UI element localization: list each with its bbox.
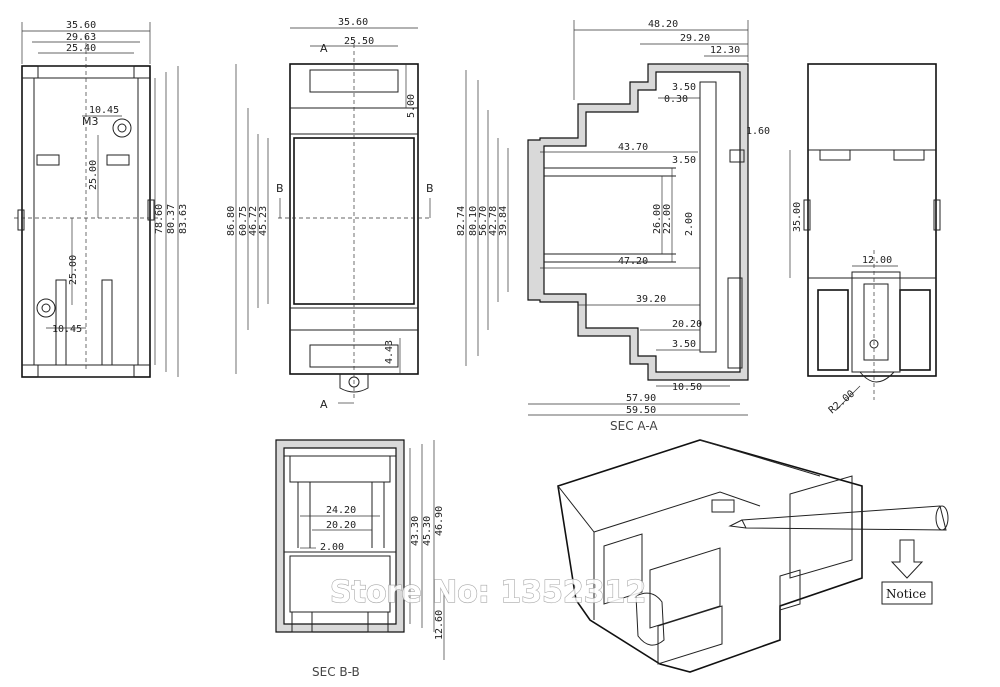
dim-back-r2-00: R2.00 [827, 389, 857, 417]
side-din-clip [339, 374, 369, 393]
store-watermark: Store No: 1352312 [330, 575, 646, 610]
dim-side-height-46-72: 46.72 [248, 206, 259, 236]
dim-front-25-00-lower: 25.00 [68, 255, 79, 285]
dim-side-height-60-75: 60.75 [238, 206, 249, 236]
dim-sec-a-39-20: 39.20 [636, 294, 666, 305]
perspective-din-clip [635, 592, 665, 646]
dim-sec-a-57-90: 57.90 [626, 393, 656, 404]
dim-front-10-45-bottom: 10.45 [52, 324, 82, 335]
dim-side-height-86-80: 86.80 [226, 206, 237, 236]
front-clip-left [36, 154, 60, 166]
dim-sec-a-48-20: 48.20 [648, 19, 678, 30]
dim-sec-a-29-20: 29.20 [680, 33, 710, 44]
dim-sec-a-39-84: 39.84 [498, 206, 509, 236]
dim-sec-b-45-30: 45.30 [422, 516, 433, 546]
dim-front-width-25-40: 25.40 [66, 43, 96, 54]
dim-sec-a-2-00: 2.00 [684, 212, 695, 236]
dim-sec-b-24-20: 24.20 [326, 505, 356, 516]
back-din-latch [851, 271, 901, 373]
dim-front-10-45-top: 10.45 [89, 105, 119, 116]
section-a-profile [527, 63, 749, 381]
dim-side-width-35-60: 35.60 [338, 17, 368, 28]
dim-sec-a-22-00: 22.00 [662, 204, 673, 234]
dim-front-height-78-60: 78.60 [154, 204, 165, 234]
section-b-profile [275, 439, 405, 633]
dim-side-width-25-50: 25.50 [344, 36, 374, 47]
section-mark-a-bottom: A [320, 398, 328, 411]
dim-front-height-80-37: 80.37 [166, 204, 177, 234]
dim-sec-a-82-74: 82.74 [456, 206, 467, 236]
dim-side-5-00: 5.00 [406, 94, 417, 118]
dim-sec-a-20-20: 20.20 [672, 319, 702, 330]
dim-sec-b-43-30: 43.30 [410, 516, 421, 546]
dim-sec-a-10-50: 10.50 [672, 382, 702, 393]
front-screw-hole-top [112, 118, 132, 138]
section-b-view: 24.20 20.20 2.00 43.30 45.30 46.90 12.60… [275, 439, 445, 679]
dim-front-25-00-upper: 25.00 [88, 160, 99, 190]
dim-back-35-00: 35.00 [792, 202, 803, 232]
section-a-caption: SEC A-A [610, 419, 658, 433]
dim-sec-a-42-78: 42.78 [488, 206, 499, 236]
dim-sec-a-12-30: 12.30 [710, 45, 740, 56]
thread-label-m3: M3 [82, 115, 99, 128]
front-view: 35.60 29.63 25.40 10.45 M3 25.00 25.00 1… [14, 20, 189, 378]
dim-side-height-45-23: 45.23 [258, 206, 269, 236]
dim-sec-a-47-20: 47.20 [618, 256, 648, 267]
dim-sec-b-12-60: 12.60 [434, 610, 445, 640]
side-top-window [309, 69, 399, 93]
screwdriver-icon [741, 505, 947, 531]
notice-box [881, 581, 933, 605]
section-b-caption: SEC B-B [312, 665, 360, 679]
dim-back-12-00: 12.00 [862, 255, 892, 266]
section-mark-a-top: A [320, 42, 328, 55]
dim-sec-a-3-50-top: 3.50 [672, 82, 696, 93]
dim-sec-b-2-00: 2.00 [320, 542, 344, 553]
section-mark-b-right: B [426, 182, 434, 195]
dim-sec-b-20-20: 20.20 [326, 520, 356, 531]
perspective-body [557, 439, 863, 673]
notice-arrow-icon [890, 539, 924, 579]
dim-sec-a-0-30: 0.30 [664, 94, 688, 105]
notice-label: Notice [886, 587, 926, 601]
section-mark-b-left: B [276, 182, 284, 195]
dim-sec-b-46-90: 46.90 [434, 506, 445, 536]
dim-sec-a-56-70: 56.70 [478, 206, 489, 236]
section-a-view: 48.20 29.20 12.30 3.50 0.30 1.60 43.70 3… [456, 19, 770, 433]
back-view: 35.00 12.00 R2.00 [789, 63, 941, 417]
dim-front-width-29-63: 29.63 [66, 32, 96, 43]
side-view: 35.60 25.50 5.00 86.80 60.75 46.72 45.23… [226, 17, 434, 411]
dim-front-width-35-60: 35.60 [66, 20, 96, 31]
front-clip-right [106, 154, 130, 166]
dim-sec-a-43-70: 43.70 [618, 142, 648, 153]
perspective-view: Notice Store No: 1352312 [329, 439, 949, 673]
dim-sec-a-59-50: 59.50 [626, 405, 656, 416]
dim-sec-a-80-10: 80.10 [468, 206, 479, 236]
dim-front-height-83-63: 83.63 [178, 204, 189, 234]
back-view-outline [807, 63, 937, 377]
dim-side-4-43: 4.43 [384, 340, 395, 364]
dim-sec-a-26-00: 26.00 [652, 204, 663, 234]
dim-sec-a-1-60: 1.60 [746, 126, 770, 137]
dim-sec-a-3-50-mid: 3.50 [672, 155, 696, 166]
dim-sec-a-3-50-bottom: 3.50 [672, 339, 696, 350]
front-screw-hole-bottom [36, 298, 56, 318]
